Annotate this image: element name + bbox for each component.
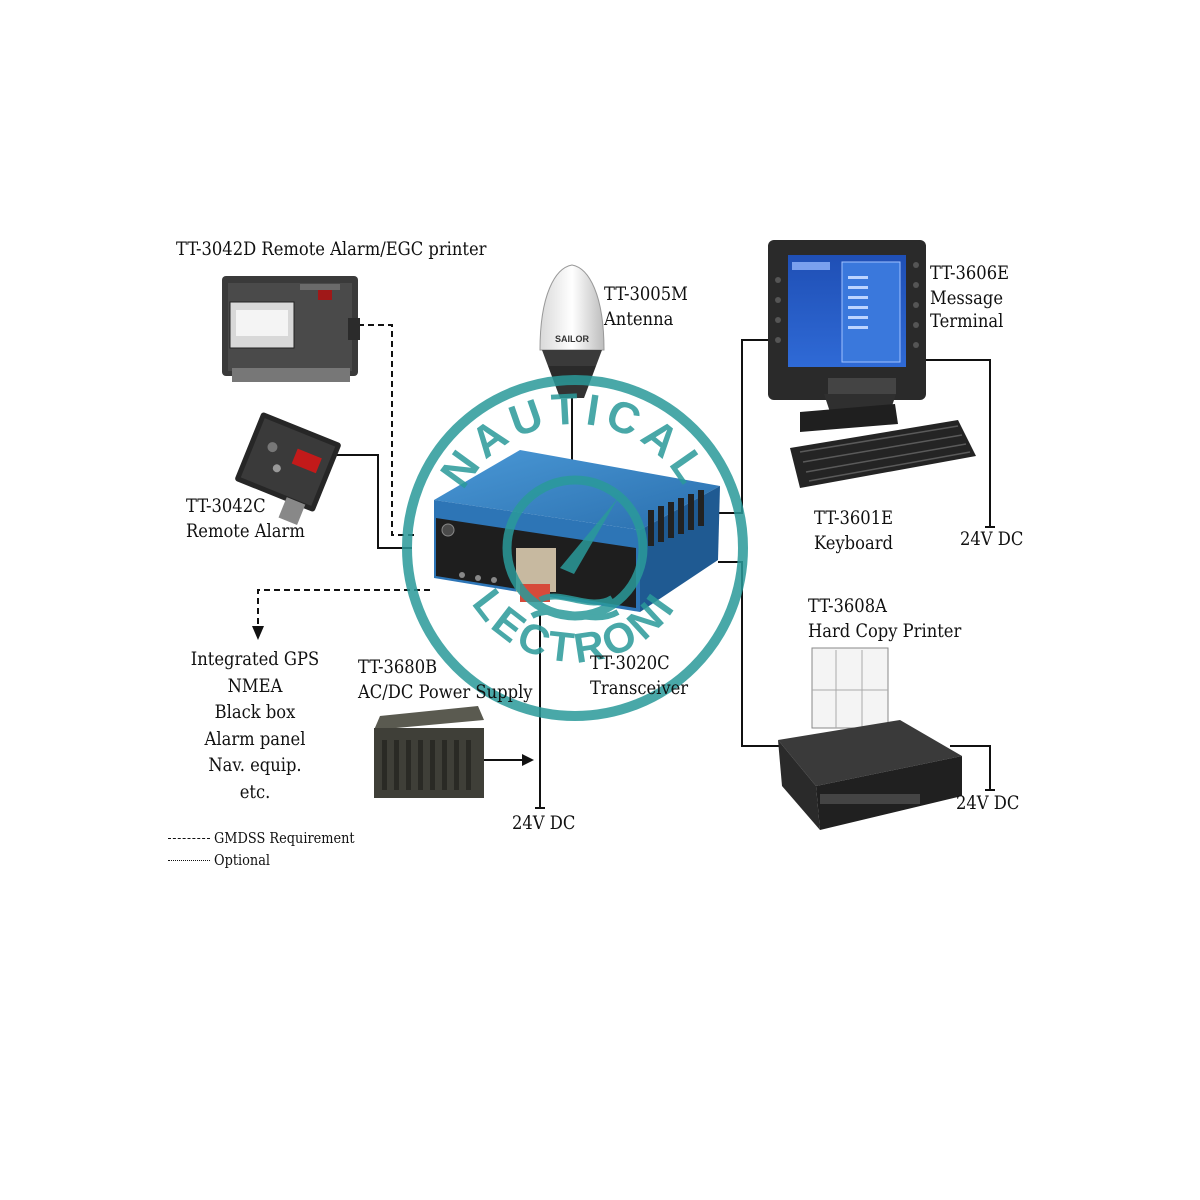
transceiver-name-label: Transceiver [590, 677, 689, 699]
external-item: etc. [239, 780, 271, 803]
external-item: Black box [214, 701, 296, 723]
egc-printer-link [358, 324, 415, 536]
terminal-power-line [908, 359, 991, 527]
legend: GMDSS Requirement Optional [168, 828, 378, 871]
power-supply-device [374, 706, 484, 798]
printer-power-label: 24V DC [956, 792, 1020, 814]
external-equipment-list: Integrated GPS NMEA Black box Alarm pane… [180, 646, 330, 805]
terminal-name-line2: Terminal [930, 310, 1004, 332]
legend-dashed: Optional [168, 850, 378, 871]
hard-copy-printer-device [778, 647, 962, 830]
power-ticks [535, 526, 995, 809]
legend-dashed-swatch [168, 860, 210, 861]
legend-solid: GMDSS Requirement [168, 828, 378, 849]
keyboard-device [790, 420, 976, 488]
legend-solid-swatch [168, 838, 210, 839]
terminal-power-label: 24V DC [960, 528, 1024, 550]
terminal-name-line1: Message [930, 287, 1004, 309]
egc-printer-device [222, 276, 360, 382]
psu-power-label: 24V DC [512, 812, 576, 834]
external-arrowhead [252, 626, 264, 640]
remote-alarm-link [322, 454, 412, 549]
printer-name-label: Hard Copy Printer [808, 620, 962, 642]
remote-alarm-model-label: TT-3042C [186, 495, 266, 517]
psu-model-label: TT-3680B [358, 656, 438, 678]
external-equipment-link [257, 589, 430, 630]
printer-model-label: TT-3608A [808, 595, 887, 617]
message-terminal-device [768, 240, 926, 432]
external-item: Nav. equip. [208, 754, 302, 776]
keyboard-name-label: Keyboard [814, 532, 893, 554]
printer-power-line [950, 745, 991, 790]
antenna-brand: SAILOR [555, 334, 590, 344]
legend-dashed-label: Optional [214, 851, 271, 869]
legend-solid-label: GMDSS Requirement [214, 829, 355, 847]
antenna-device: SAILOR [539, 264, 605, 398]
external-item: Integrated GPS [190, 648, 320, 670]
external-item: Alarm panel [204, 727, 306, 750]
transceiver-model-label: TT-3020C [590, 652, 670, 674]
terminal-model-label: TT-3606E [930, 262, 1010, 284]
psu-name-label: AC/DC Power Supply [358, 681, 533, 703]
psu-arrowhead [522, 754, 534, 766]
watermark-logo: NAUTICAL ELECTRONIC [0, 0, 748, 721]
antenna-name-label: Antenna [604, 308, 674, 330]
remote-alarm-name-label: Remote Alarm [186, 520, 305, 542]
external-item: NMEA [227, 674, 283, 697]
printer-link [718, 561, 780, 747]
keyboard-model-label: TT-3601E [814, 507, 894, 529]
antenna-model-label: TT-3005M [604, 283, 688, 305]
egc-printer-label: TT-3042D Remote Alarm/EGC printer [176, 238, 487, 260]
terminal-link [718, 339, 772, 514]
remote-alarm-device [235, 412, 341, 525]
